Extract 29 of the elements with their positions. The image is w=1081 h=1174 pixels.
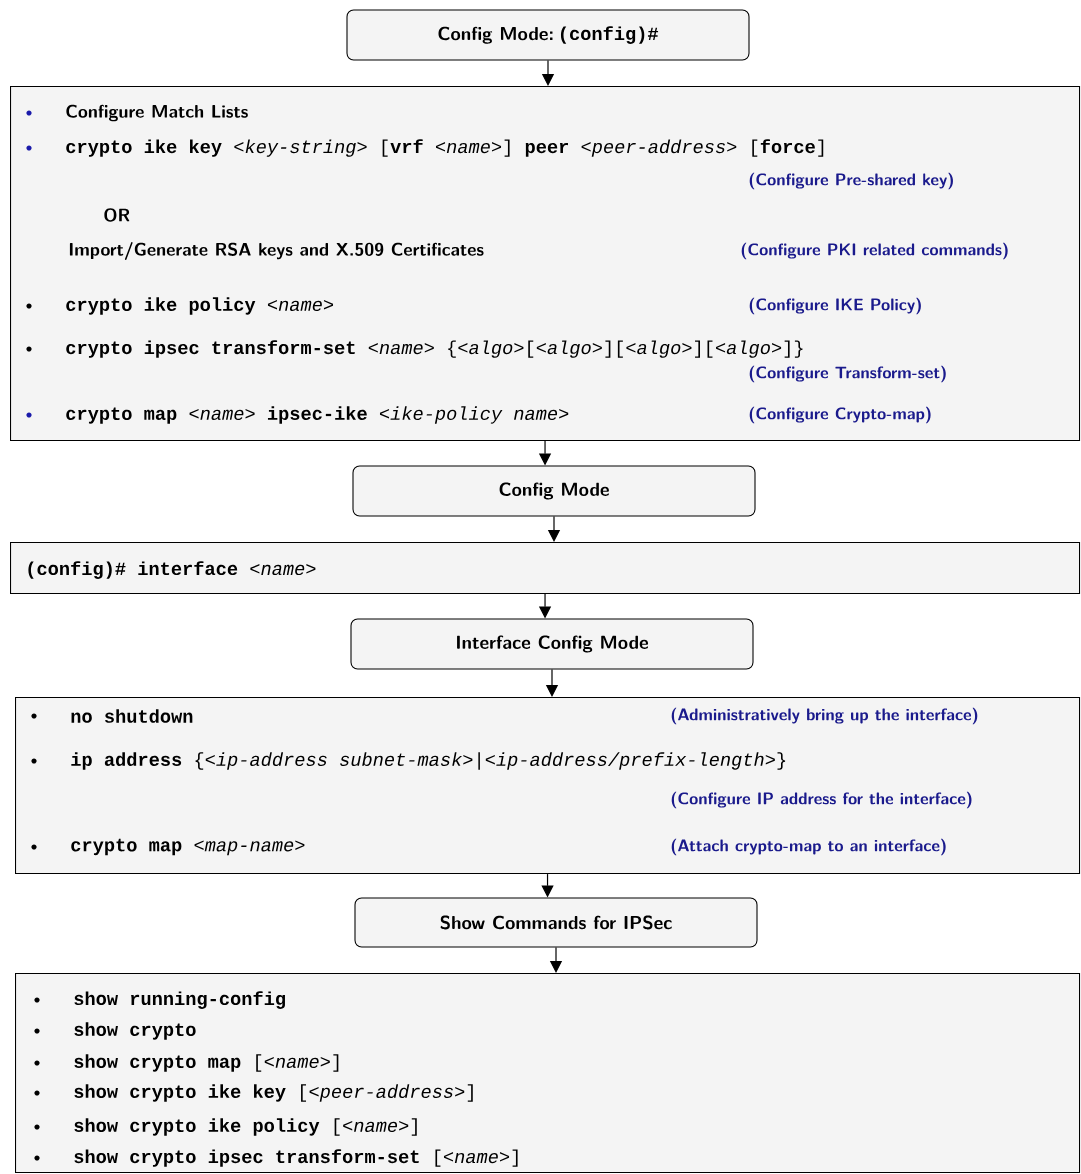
item-text: Configure Match Lists bbox=[66, 104, 248, 122]
command-text: no shutdown bbox=[71, 709, 193, 723]
command-text: crypto ike policy <name> bbox=[66, 297, 333, 315]
note-text: (Configure IKE Policy) bbox=[749, 297, 921, 315]
command-text: show crypto map [<name>] bbox=[74, 1054, 339, 1072]
command-text: show crypto ipsec transform-set [<name>] bbox=[74, 1149, 518, 1167]
mode-box: Config Mode bbox=[352, 465, 756, 517]
note-text: (Configure PKI related commands) bbox=[741, 242, 1008, 260]
command-text: ip address {<ip-address subnet-mask>|<ip-address/prefix-length>} bbox=[71, 752, 786, 770]
command-text: crypto ipsec transform-set <name> {<algo>[<algo>][<algo>][<algo>]} bbox=[66, 340, 803, 358]
note-text: (Configure IP address for the interface) bbox=[671, 791, 972, 809]
note-text: (Configure Transform-set) bbox=[749, 365, 946, 383]
command-text: (config)# interface <name> bbox=[28, 561, 316, 579]
command-text: show crypto bbox=[74, 1022, 196, 1040]
item-text: Import/Generate RSA keys and X.509 Certificates bbox=[69, 242, 484, 260]
item-text: OR bbox=[104, 208, 130, 222]
note-text: (Attach crypto-map to an interface) bbox=[671, 838, 946, 856]
command-text: show running-config bbox=[74, 991, 286, 1009]
command-text: show crypto ike policy [<name>] bbox=[74, 1118, 417, 1136]
note-text: (Administratively bring up the interface) bbox=[671, 707, 978, 725]
mode-box: Config Mode: (config)# bbox=[346, 9, 750, 61]
command-text: crypto map <name> ipsec-ike <ike-policy name> bbox=[66, 406, 569, 424]
command-text: crypto map <map-name> bbox=[71, 838, 305, 856]
command-text: show crypto ike key [<peer-address>] bbox=[74, 1084, 473, 1102]
note-text: (Configure Pre-shared key) bbox=[749, 172, 953, 190]
mode-box: Show Commands for IPSec bbox=[354, 897, 758, 948]
note-text: (Configure Crypto-map) bbox=[749, 406, 931, 424]
command-text: crypto ike key <key-string> [vrf <name>] peer <peer-address> [force] bbox=[66, 139, 824, 157]
mode-box: Interface Config Mode bbox=[350, 618, 754, 670]
